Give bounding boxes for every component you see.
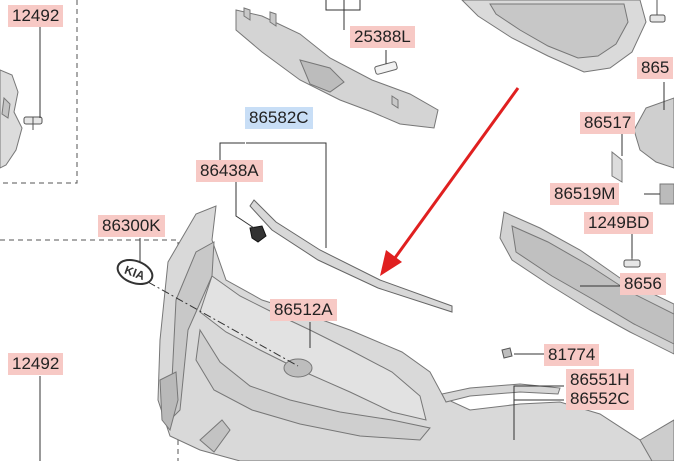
red-arrow — [380, 87, 520, 276]
label-8656[interactable]: 8656 — [620, 273, 666, 295]
side-trim-86551H — [441, 383, 561, 403]
screw-12492-top — [23, 116, 43, 130]
lower-grille-part — [499, 211, 674, 355]
clip-86438A — [249, 225, 267, 243]
label-12492-lower[interactable]: 12492 — [8, 353, 64, 375]
label-86519M[interactable]: 86519M — [550, 183, 620, 205]
front-bumper-cover — [157, 205, 661, 461]
label-86582C[interactable]: 86582C — [245, 107, 313, 129]
label-25388L[interactable]: 25388L — [350, 26, 415, 48]
label-86517[interactable]: 86517 — [580, 112, 636, 134]
bottom-right-part — [639, 419, 674, 461]
bracket-86517 — [611, 97, 674, 183]
label-86551H[interactable]: 86551H — [566, 369, 634, 391]
radiator-grille-part — [461, 0, 647, 73]
molding-strip-86582C — [249, 199, 453, 313]
label-86438A[interactable]: 86438A — [196, 160, 263, 182]
label-86552C[interactable]: 86552C — [566, 388, 634, 410]
label-81774[interactable]: 81774 — [544, 344, 600, 366]
clip-25388L — [374, 61, 398, 75]
screw-top-right — [649, 0, 666, 23]
kia-emblem-text: KIA — [123, 263, 148, 283]
label-86300K[interactable]: 86300K — [98, 215, 165, 237]
clip-81774 — [501, 347, 513, 359]
label-12492-top[interactable]: 12492 — [8, 5, 64, 27]
side-bracket-part — [0, 69, 23, 169]
leader-lines — [39, 0, 665, 461]
emblem-dashdot-line — [147, 281, 299, 367]
grille-support-bracket — [235, 7, 439, 129]
label-1249BD[interactable]: 1249BD — [584, 212, 654, 234]
label-865[interactable]: 865 — [637, 57, 674, 79]
bracket-86519M — [659, 183, 674, 205]
kia-emblem — [116, 258, 154, 286]
label-86512A[interactable]: 86512A — [270, 299, 337, 321]
